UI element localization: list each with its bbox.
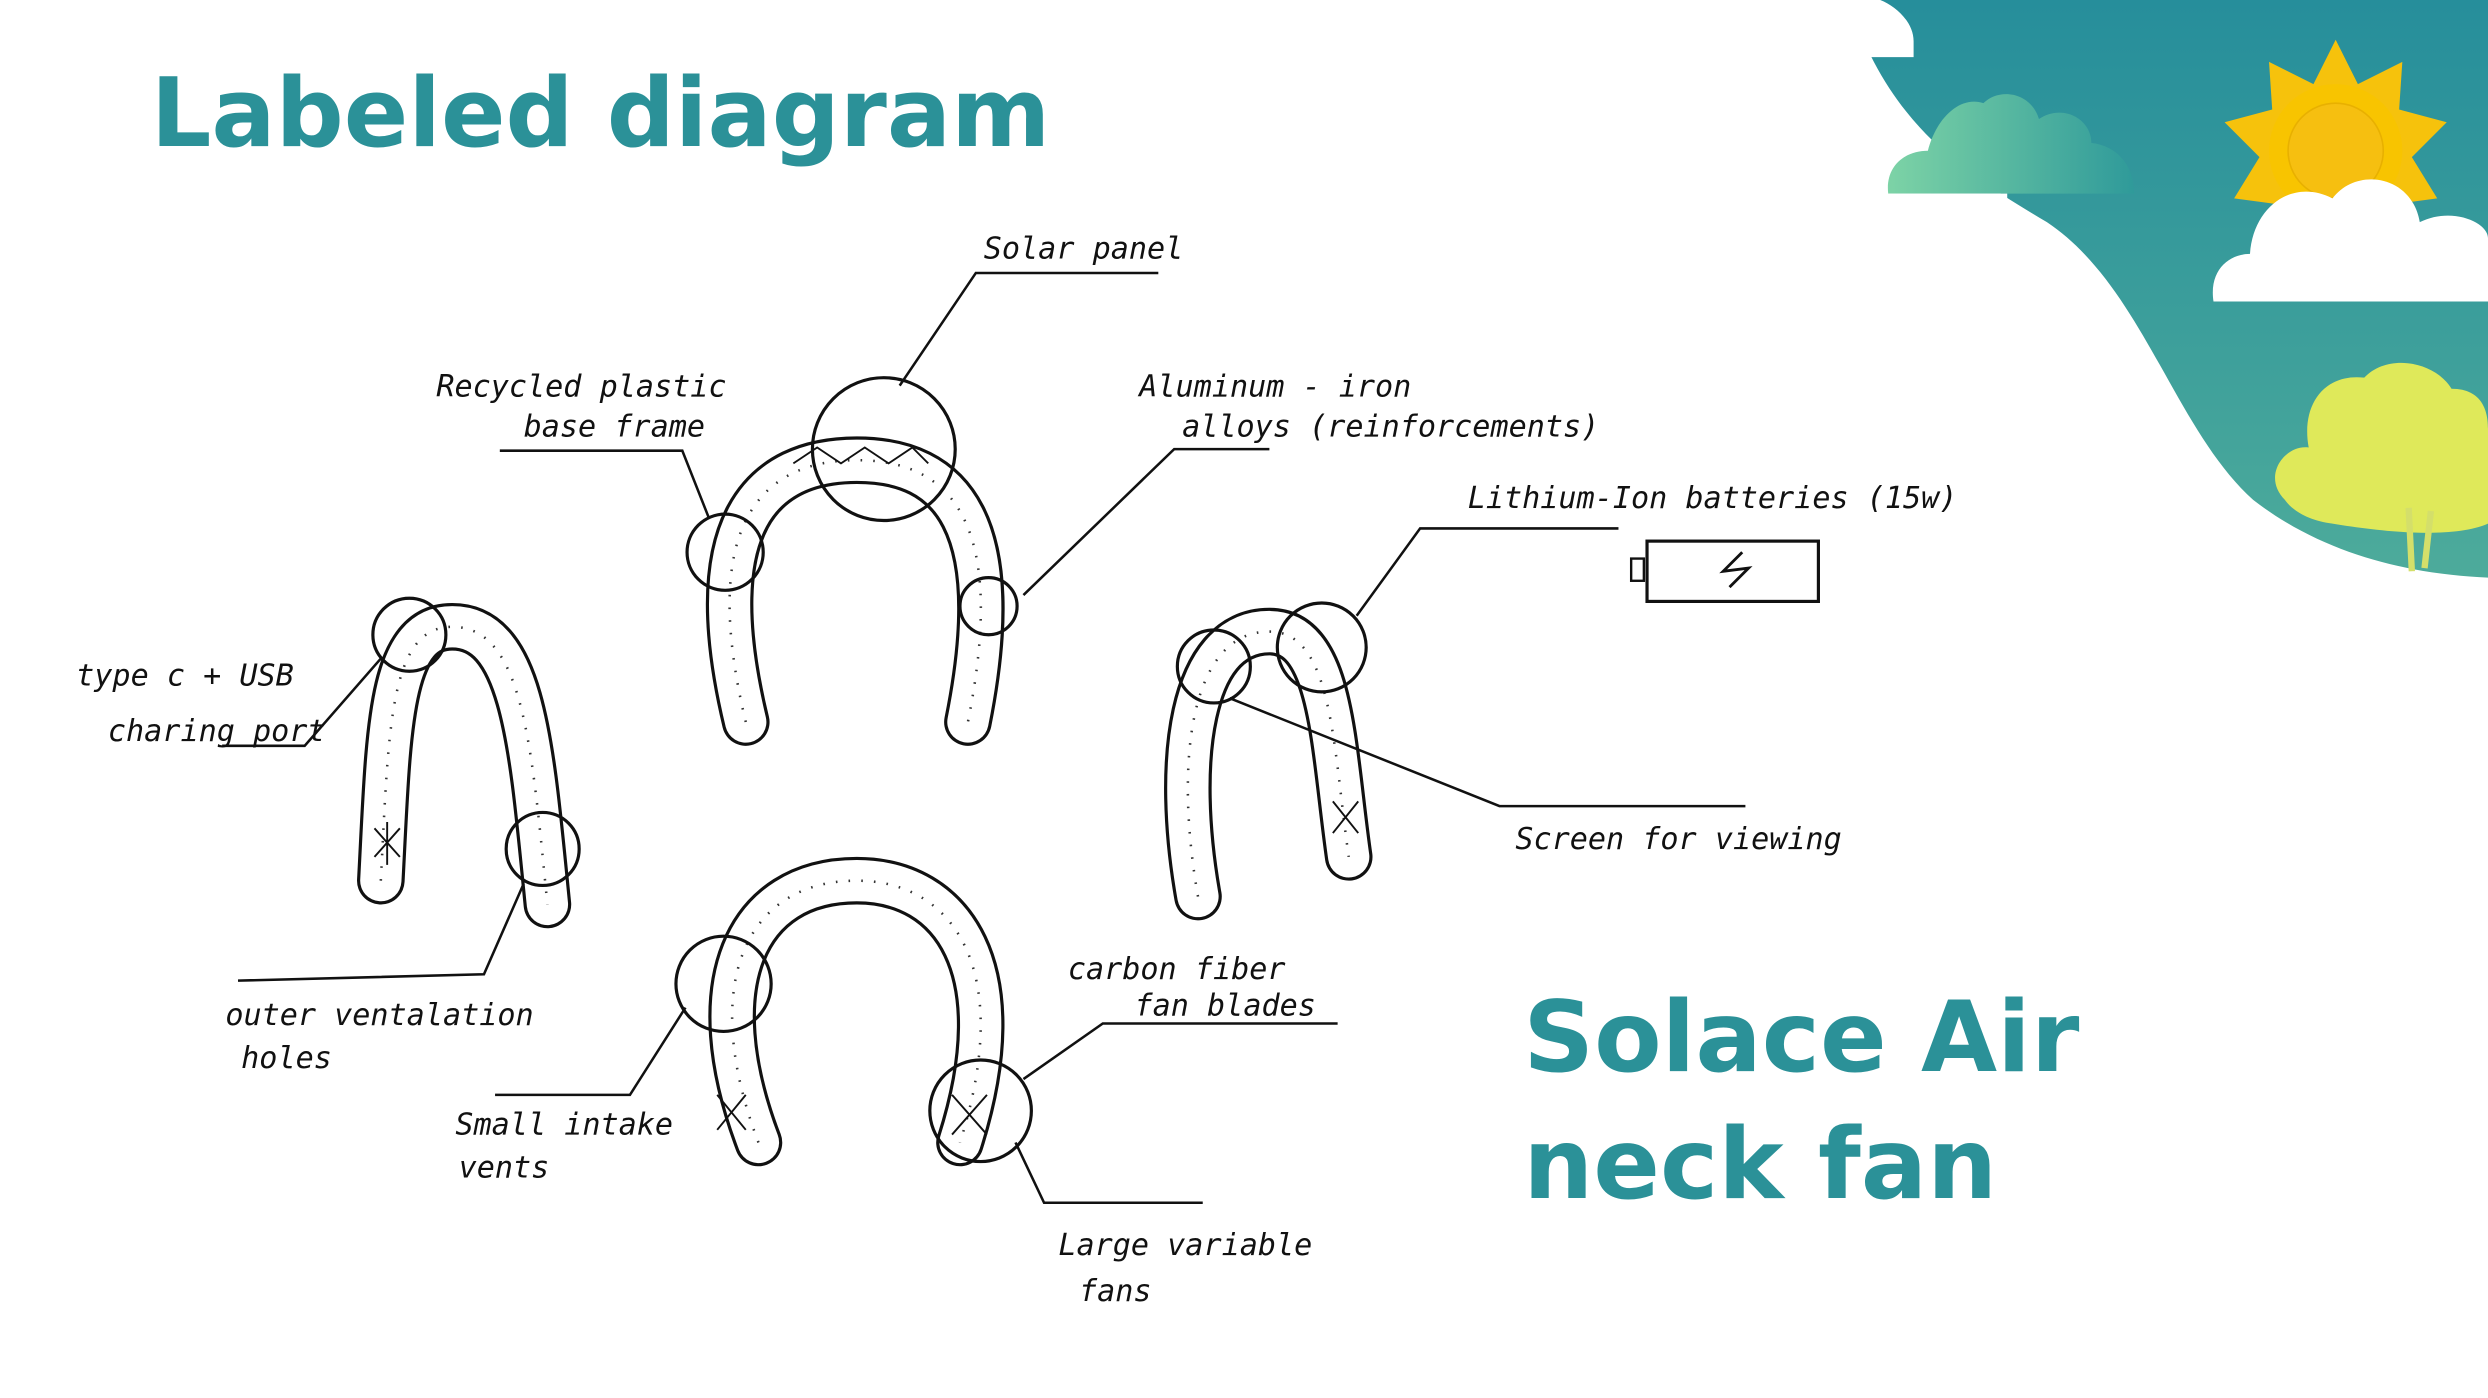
cloud-icon [1722, 0, 1914, 58]
label-intake-line2: vents [459, 1150, 550, 1185]
label-lithium: Lithium-Ion batteries (15w) [1468, 481, 1958, 516]
label-recycled-line1: Recycled plastic [436, 370, 726, 405]
neckband-left-view [357, 596, 581, 929]
cloud-icon [2212, 179, 2488, 302]
battery-icon [1629, 539, 1820, 604]
label-solar-panel: Solar panel [984, 232, 1184, 267]
label-outer-line1: outer ventalation [225, 998, 533, 1033]
tree-icon [2275, 362, 2488, 572]
label-carbon-line2: fan blades [1135, 989, 1316, 1024]
label-intake-line1: Small intake [455, 1108, 673, 1143]
label-outer-line2: holes [241, 1041, 332, 1076]
bush-icon [1887, 94, 2135, 194]
neckband-right-view [1164, 601, 1373, 921]
neckband-front-view [685, 376, 1019, 746]
label-typec-line2: charing port [108, 714, 326, 749]
label-aluminum-line2: alloys (reinforcements) [1182, 409, 1599, 444]
landscape-decoration [1722, 0, 2488, 578]
label-large-line2: fans [1079, 1274, 1152, 1309]
label-recycled-line2: base frame [524, 409, 705, 444]
solar-panel-callout [810, 376, 957, 523]
label-large-line1: Large variable [1058, 1228, 1312, 1263]
label-carbon-line1: carbon fiber [1068, 952, 1286, 987]
product-name-line2: neck fan [1523, 1108, 1997, 1222]
product-name-line1: Solace Air [1523, 981, 2080, 1095]
slide-title: Labeled diagram [151, 59, 1051, 169]
leader-lines [222, 271, 1746, 1205]
label-typec-line1: type c + USB [76, 659, 294, 694]
label-screen: Screen for viewing [1515, 822, 1841, 857]
label-aluminum-line1: Aluminum - iron [1137, 370, 1411, 405]
neckband-back-view [674, 856, 1033, 1167]
white-cutout [1888, 193, 2008, 289]
